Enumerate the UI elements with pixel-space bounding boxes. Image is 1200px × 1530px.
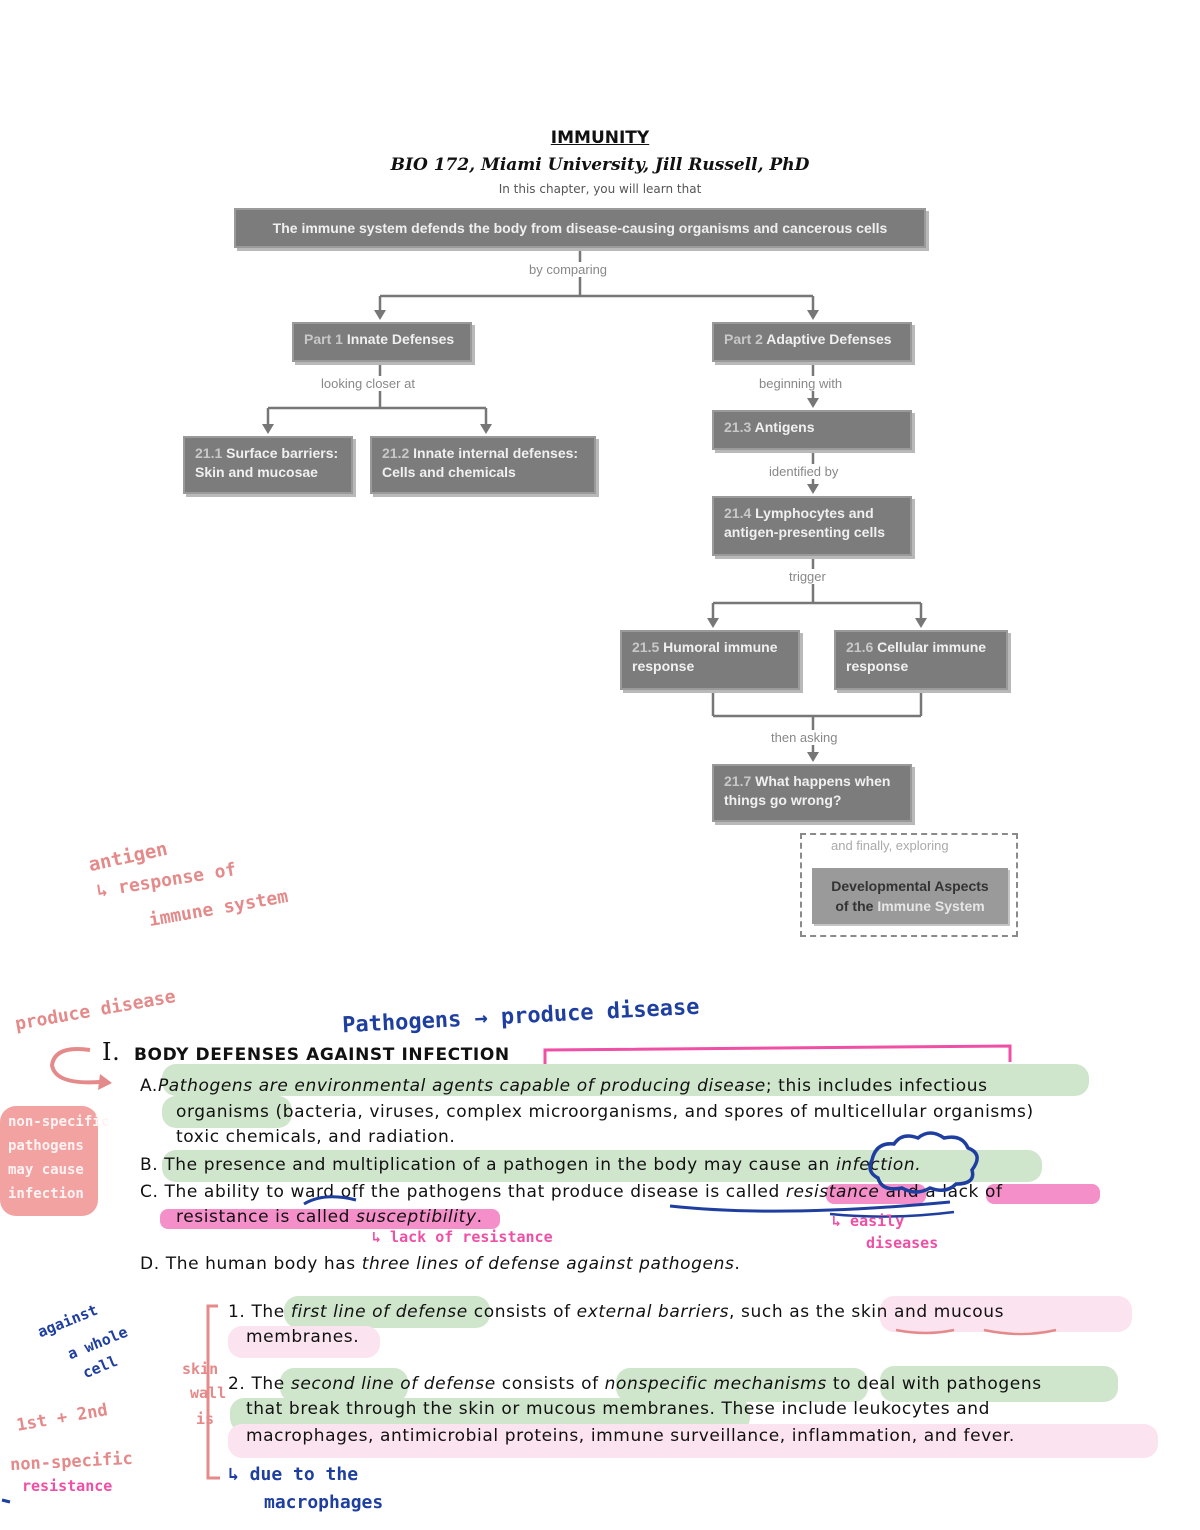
highlight-first-line	[284, 1296, 490, 1328]
connector-looking-closer: looking closer at	[318, 376, 418, 391]
connector-and-finally: and finally, exploring	[828, 838, 952, 853]
section-heading: BODY DEFENSES AGAINST INFECTION	[134, 1045, 510, 1065]
hw-side-note-2: pathogens	[8, 1138, 84, 1154]
hw-diseases: diseases	[866, 1234, 939, 1252]
outline-a-line3: toxic chemicals, and radiation.	[176, 1127, 456, 1147]
course-line: BIO 172, Miami University, Jill Russell,…	[390, 155, 810, 175]
connector-identified-by: identified by	[766, 464, 842, 479]
circled-infection	[868, 1131, 979, 1194]
hw-side-note-4: infection	[8, 1186, 84, 1202]
outline-item1-line1: 1. The first line of defense consists of…	[228, 1302, 1005, 1322]
main-concept-text: The immune system defends the body from …	[272, 220, 888, 236]
outline-item2-line2: that break through the skin or mucous me…	[246, 1399, 991, 1419]
highlight-nonspecific	[616, 1368, 868, 1402]
outline-item2-line1: 2. The second line of defense consists o…	[228, 1374, 1042, 1394]
section-21-5-box: 21.5 Humoral immune response	[620, 630, 800, 690]
highlight-macrophages-line	[228, 1424, 1158, 1458]
document-title: IMMUNITY	[550, 128, 650, 148]
part1-box: Part 1 Innate Defenses	[292, 322, 472, 362]
hw-wall: wall	[190, 1384, 227, 1402]
section-21-7-box: 21.7 What happens when things go wrong?	[712, 764, 912, 822]
hw-side-note-3: may cause	[8, 1162, 84, 1178]
outline-a-line1: A.Pathogens are environmental agents cap…	[140, 1076, 988, 1096]
main-concept-box: The immune system defends the body from …	[234, 208, 926, 248]
outline-b-line1: B. The presence and multiplication of a …	[140, 1155, 922, 1175]
highlight-second-line	[280, 1368, 408, 1402]
hw-macrophages: macrophages	[264, 1492, 384, 1513]
outline-a-line2: organisms (bacteria, viruses, complex mi…	[176, 1102, 1034, 1122]
highlight-a-line1	[162, 1064, 1089, 1096]
connector-beginning-with: beginning with	[756, 376, 846, 391]
concept-map-connectors	[262, 248, 927, 762]
connector-then-asking: then asking	[768, 730, 841, 745]
outline-item1-line2: membranes.	[246, 1327, 360, 1347]
developmental-frame	[800, 833, 1018, 937]
highlight-lack-of	[986, 1184, 1100, 1204]
part2-box: Part 2 Adaptive Defenses	[712, 322, 912, 362]
outline-c-line2: resistance is called susceptibility.	[176, 1207, 483, 1227]
hw-easily: ↳ easily	[832, 1212, 905, 1230]
hw-resistance: resistance	[22, 1477, 113, 1495]
outline-item2-line3: macrophages, antimicrobial proteins, imm…	[246, 1426, 1015, 1446]
section-21-1-box: 21.1 Surface barriers: Skin and mucosae	[183, 436, 353, 494]
highlight-susceptibility	[160, 1209, 500, 1229]
connector-trigger: trigger	[786, 569, 829, 584]
section-number: I.	[102, 1038, 121, 1066]
section-21-4-box: 21.4 Lymphocytes and antigen-presenting …	[712, 496, 912, 556]
section-21-6-box: 21.6 Cellular immune response	[834, 630, 1008, 690]
highlight-skin-mucous	[880, 1296, 1132, 1332]
highlight-b-line	[162, 1150, 1042, 1182]
hw-side-note-1: non-specific	[8, 1114, 110, 1130]
outline-d-line1: D. The human body has three lines of def…	[140, 1254, 741, 1274]
chapter-intro: In this chapter, you will learn that	[498, 182, 702, 196]
hw-lack-of-resistance: ↳ lack of resistance	[372, 1228, 553, 1246]
highlight-deal-with	[880, 1366, 1118, 1402]
section-21-3-box: 21.3 Antigens	[712, 410, 912, 450]
highlight-membranes	[228, 1326, 380, 1358]
section-21-2-box: 21.2 Innate internal defenses: Cells and…	[370, 436, 596, 494]
hw-is: is	[196, 1410, 215, 1428]
hw-skin: skin	[182, 1360, 219, 1378]
connector-by-comparing: by comparing	[526, 262, 611, 277]
developmental-aspects-box: Developmental Aspects of the Immune Syst…	[812, 868, 1008, 924]
hw-due-to-the: ↳ due to the	[228, 1464, 359, 1485]
salmon-note-blob	[0, 1106, 98, 1216]
highlight-a-organisms	[162, 1096, 292, 1128]
